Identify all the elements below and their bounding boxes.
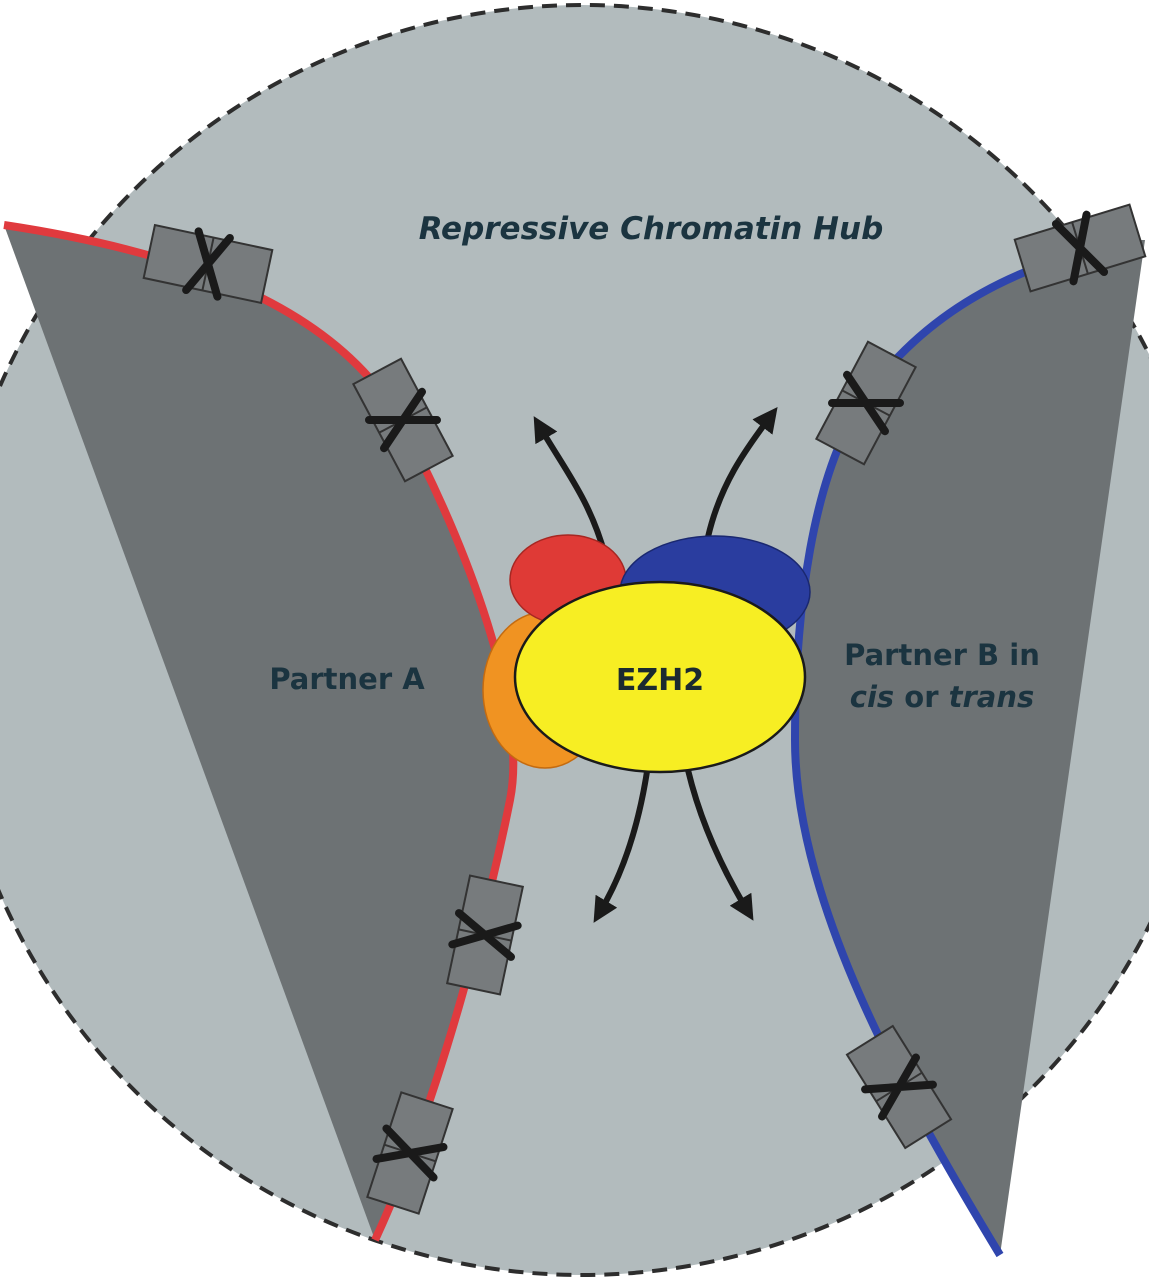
partner-b-label-line2: cis or trans — [850, 680, 1034, 714]
partner-a-label: Partner A — [269, 662, 425, 696]
partner-b-region — [795, 240, 1145, 1255]
partner-a-region — [4, 225, 514, 1240]
partner-b-label-line1: Partner B in — [844, 638, 1040, 672]
nucleosome-blocked — [142, 223, 274, 305]
nucleosome-blocked — [1013, 203, 1147, 293]
nucleosome-blocked — [814, 340, 918, 466]
activity-arrows — [533, 406, 778, 923]
arrow-up-right — [705, 406, 778, 540]
arrow-up-left — [533, 416, 608, 558]
arrow-down-right — [685, 767, 754, 921]
nucleosome-blocked — [351, 357, 455, 483]
partner-b-trans: trans — [949, 680, 1035, 714]
partner-b-or: or — [894, 680, 948, 714]
nucleosome-blocked — [366, 1091, 454, 1215]
ezh2-subunit — [513, 580, 807, 774]
partner-b-cis: cis — [850, 680, 894, 714]
arrow-down-left — [593, 762, 651, 923]
nucleosome-blocked — [845, 1024, 953, 1150]
ezh2-label: EZH2 — [616, 663, 704, 698]
nucleosome-blocked — [445, 874, 525, 996]
hub-title: Repressive Chromatin Hub — [419, 211, 884, 247]
